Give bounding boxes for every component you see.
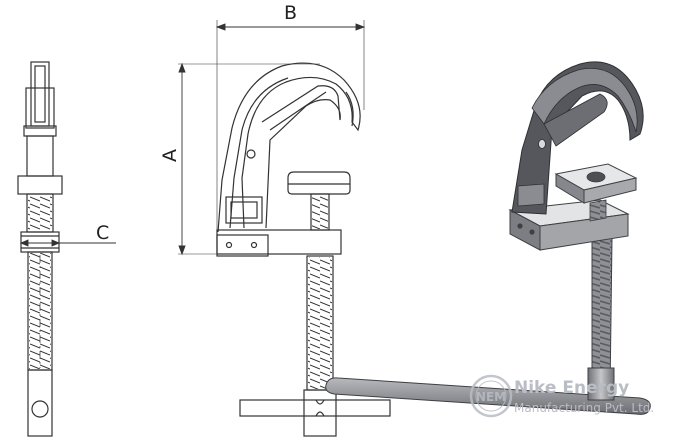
side-view	[17, 61, 63, 437]
front-view	[216, 62, 391, 437]
dimension-b-label: B	[284, 2, 297, 24]
side-view-jaw-top	[23, 61, 57, 137]
side-view-screw	[27, 251, 53, 371]
front-view-pressure-pad	[287, 171, 351, 231]
dimension-b	[215, 20, 366, 240]
front-view-hook	[217, 62, 361, 233]
front-view-base	[216, 229, 342, 257]
dimension-c	[19, 239, 116, 247]
iso-pressure-pad	[554, 163, 638, 222]
front-view-t-handle	[239, 389, 391, 437]
front-view-frame-window	[225, 196, 263, 224]
nem-logo: NEM	[469, 374, 513, 418]
iso-screw	[587, 237, 615, 401]
dimension-c-label: C	[96, 222, 109, 244]
watermark-company-subtitle: Manufacturing Pvt. Ltd.	[514, 401, 654, 415]
isometric-view	[325, 61, 651, 415]
nem-monogram: NEM	[476, 390, 506, 404]
dimension-a	[178, 62, 320, 256]
iso-hook-body	[511, 61, 644, 215]
front-view-screw	[306, 255, 334, 391]
watermark-company-name: Nike Energy	[514, 378, 629, 398]
company-watermark: NEM Nike Energy Manufacturing Pvt. Ltd.	[469, 374, 654, 418]
iso-t-handle-bar	[325, 377, 651, 415]
side-view-handle-end	[27, 369, 53, 437]
side-view-body	[17, 135, 63, 233]
dimension-a-label: A	[159, 149, 181, 162]
